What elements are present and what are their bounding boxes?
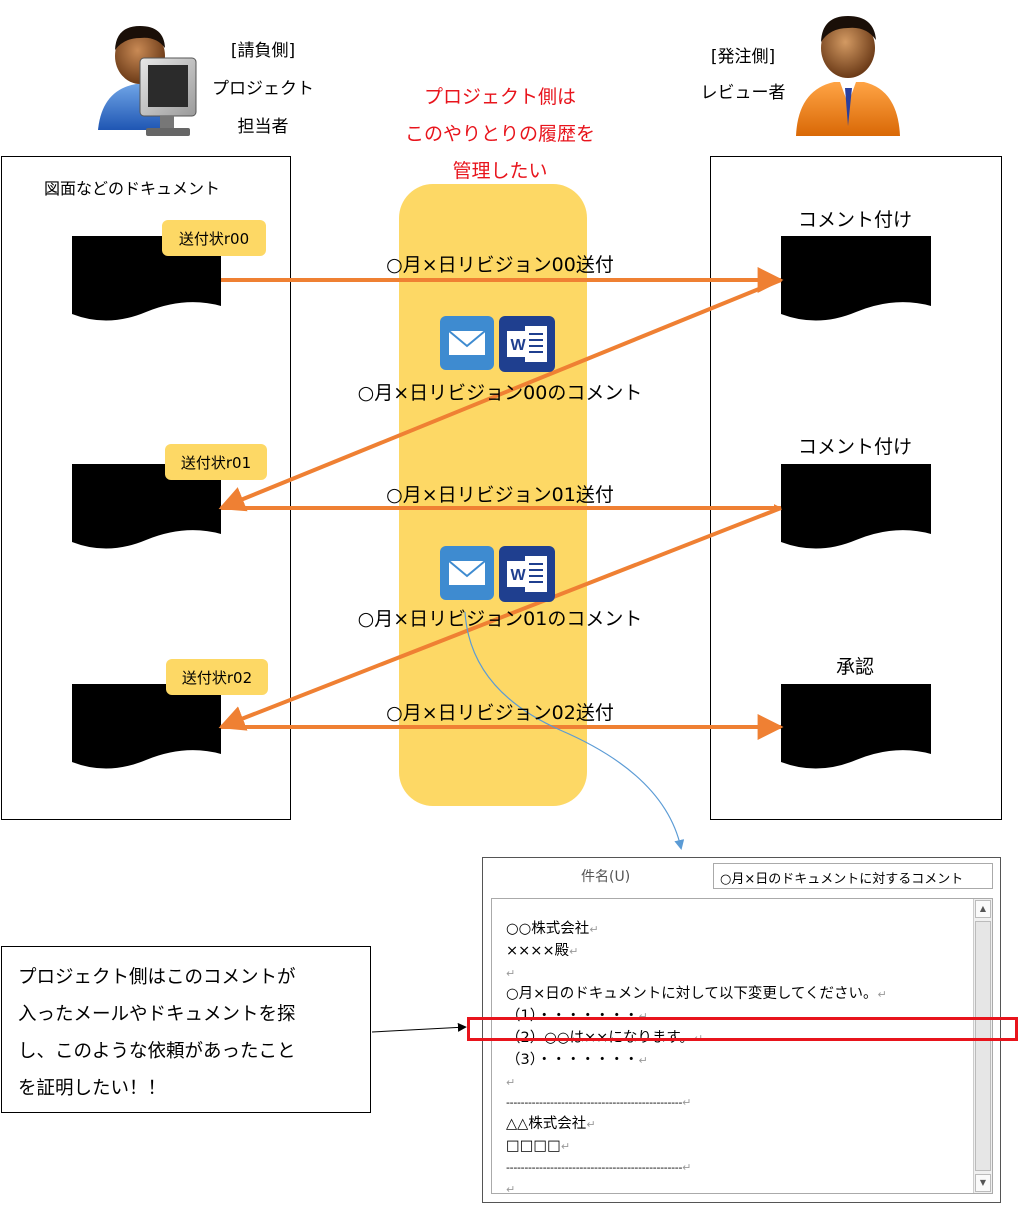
callout-line-3: し、このような依頼があったこと [18, 1041, 296, 1062]
review-document-1-shape [781, 236, 931, 321]
email-line: ○月×日のドキュメントに対して以下変更してください。↵ [506, 986, 887, 1003]
email-connector-line [464, 611, 685, 850]
callout-line-4: を証明したい！！ [18, 1078, 167, 1099]
callout-text: プロジェクト側はこのコメントが 入ったメールやドキュメントを探 し、このような依… [18, 959, 296, 1107]
callout-arrow [371, 1022, 467, 1033]
history-band [399, 184, 587, 806]
email-line: ○○株式会社↵ [506, 921, 599, 937]
highlight-box [467, 1017, 1018, 1041]
mail-envelope-icon [440, 316, 494, 370]
word-letter: W [510, 337, 526, 354]
mail-envelope-icon [440, 546, 494, 600]
center-note-line-2: このやりとりの履歴を [404, 123, 595, 145]
contractor-label-2: プロジェクト [212, 79, 314, 99]
comment-arrow-r00 [218, 278, 782, 512]
scroll-down-icon[interactable]: ▼ [975, 1174, 991, 1192]
flow-label-send-r02: ○月×日リビジョン02送付 [386, 702, 614, 724]
email-scrollbar[interactable]: ▲ ▼ [973, 899, 992, 1193]
email-line: ↵ [506, 966, 516, 980]
center-note-line-3: 管理したい [452, 160, 548, 182]
flow-label-comment-r00: ○月×日リビジョン00のコメント [357, 382, 643, 404]
callout-line-1: プロジェクト側はこのコメントが [18, 967, 296, 988]
left-panel-title: 図面などのドキュメント [44, 179, 221, 198]
email-window: 件名(U) ○月×日のドキュメントに対するコメント ○○株式会社↵ ××××殿↵… [482, 857, 1001, 1203]
email-separator: ----------------------------------------… [506, 1160, 692, 1174]
transmittal-tag-r01: 送付状r01 [165, 444, 267, 480]
comment-arrow-r01 [218, 506, 782, 731]
email-line: （3）・・・・・・・↵ [506, 1051, 648, 1068]
flow-diagram [72, 236, 931, 850]
document-r02-shape [72, 684, 221, 769]
email-body[interactable]: ○○株式会社↵ ××××殿↵ ↵ ○月×日のドキュメントに対して以下変更してくだ… [506, 919, 966, 1200]
right-label-approval: 承認 [835, 656, 874, 678]
scroll-up-icon[interactable]: ▲ [975, 900, 991, 918]
review-document-2-shape [781, 464, 931, 549]
flow-label-comment-r01: ○月×日リビジョン01のコメント [357, 608, 643, 630]
client-label-2: レビュー者 [700, 83, 786, 103]
email-line: □□□□↵ [506, 1137, 571, 1154]
flow-label-send-r00: ○月×日リビジョン00送付 [386, 254, 614, 276]
reviewer-person-icon [796, 16, 900, 136]
review-document-3-shape [781, 684, 931, 769]
scroll-thumb[interactable] [975, 921, 991, 1171]
subject-label: 件名(U) [581, 869, 631, 885]
email-line: （1）・・・・・・・↵ [506, 1008, 648, 1025]
word-document-icon: W [499, 546, 555, 602]
contractor-person-icon [98, 26, 197, 136]
email-line: △△株式会社↵ [506, 1116, 596, 1133]
callout-line-2: 入ったメールやドキュメントを探 [18, 1004, 296, 1025]
word-document-icon: W [499, 316, 555, 372]
right-label-comment-1: コメント付け [797, 209, 912, 231]
word-letter: W [510, 567, 526, 584]
transmittal-tag-r02: 送付状r02 [166, 659, 268, 695]
contractor-label-3: 担当者 [237, 117, 289, 137]
email-line: ↵ [506, 1182, 516, 1196]
email-line: ××××殿↵ [506, 942, 579, 959]
email-line: ↵ [506, 1075, 516, 1089]
client-label-1: [発注側] [710, 47, 776, 67]
transmittal-tag-r00: 送付状r00 [162, 220, 266, 256]
email-body-frame: ○○株式会社↵ ××××殿↵ ↵ ○月×日のドキュメントに対して以下変更してくだ… [491, 898, 993, 1196]
center-note-line-1: プロジェクト側は [423, 86, 576, 108]
subject-input[interactable]: ○月×日のドキュメントに対するコメント [713, 863, 993, 889]
right-label-comment-2: コメント付け [797, 436, 912, 458]
callout-box: プロジェクト側はこのコメントが 入ったメールやドキュメントを探 し、このような依… [1, 946, 371, 1113]
email-separator: ----------------------------------------… [506, 1096, 692, 1110]
contractor-label-1: [請負側] [230, 41, 296, 61]
document-r00-shape [72, 236, 221, 321]
flow-label-send-r01: ○月×日リビジョン01送付 [386, 484, 614, 506]
document-r01-shape [72, 464, 221, 549]
